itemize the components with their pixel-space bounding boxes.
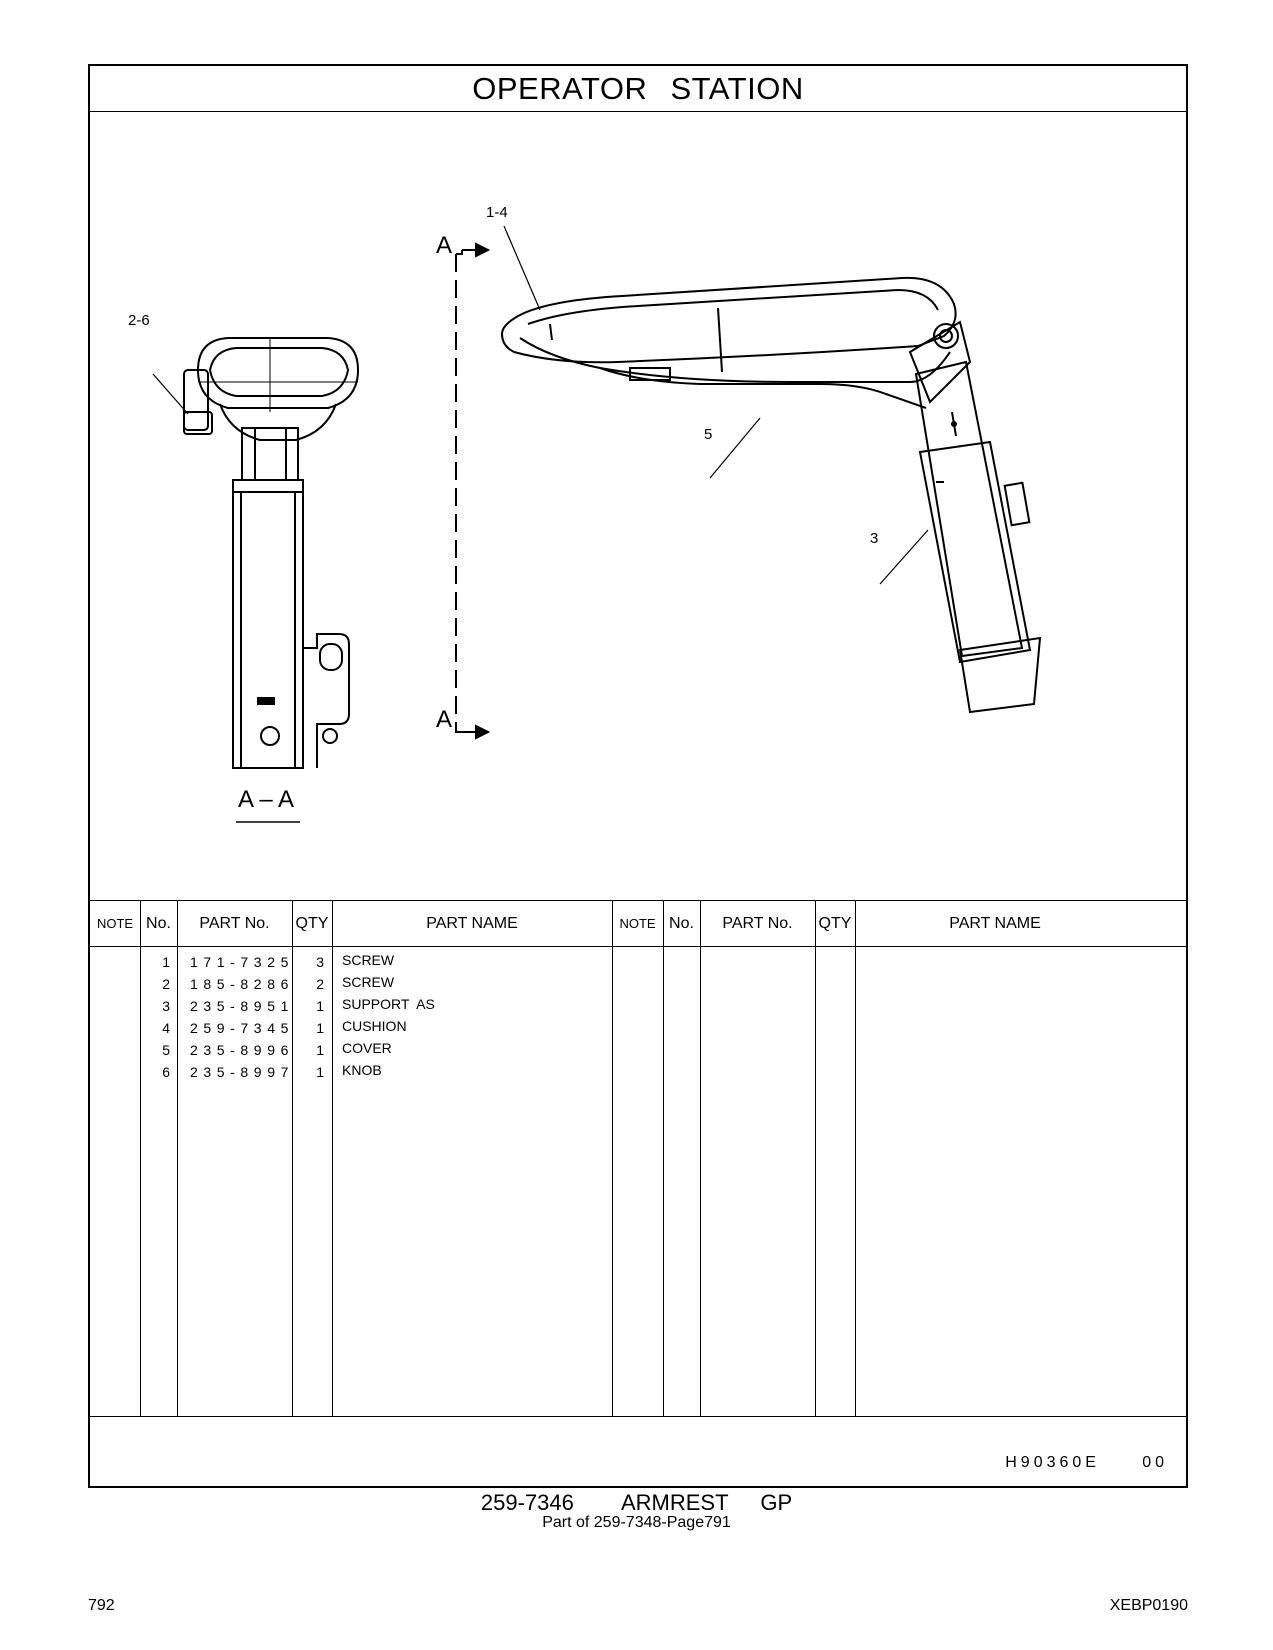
section-view-drawing	[183, 337, 360, 823]
header-note-right: NOTE	[619, 916, 656, 931]
column-divider	[663, 901, 664, 1416]
row-no: 1	[162, 954, 170, 970]
header-partno-left: PART No.	[199, 915, 270, 932]
column-divider	[292, 901, 293, 1416]
row-no: 2	[162, 976, 170, 992]
row-part-name: KNOB	[342, 1062, 382, 1078]
column-divider	[700, 901, 701, 1416]
parts-list-table: NOTE No. PART No. QTY PART NAME NOTE No.…	[90, 900, 1186, 1416]
callout-2-6: 2-6	[128, 312, 150, 329]
row-part-name: COVER	[342, 1040, 392, 1056]
column-divider	[332, 901, 333, 1416]
header-partname-left: PART NAME	[426, 915, 518, 932]
column-divider	[815, 901, 816, 1416]
callout-1-4: 1-4	[486, 204, 508, 221]
row-qty: 1	[316, 1042, 324, 1058]
page-number: 792	[88, 1597, 115, 1614]
section-mark-bottom: A	[436, 706, 453, 733]
row-no: 4	[162, 1020, 170, 1036]
column-divider	[855, 901, 856, 1416]
header-qty-left: QTY	[295, 915, 329, 932]
section-cut-line	[455, 242, 491, 740]
row-part-no: 235-8951	[190, 998, 294, 1014]
row-part-name: SCREW	[342, 952, 395, 968]
row-no: 3	[162, 998, 170, 1014]
armrest-drawing	[152, 225, 1042, 823]
illustration-code: H90360E 00	[1005, 1454, 1168, 1471]
row-part-no: 259-7345	[190, 1020, 294, 1036]
group-reference: Part of 259-7348-Page791	[542, 1514, 731, 1531]
header-partname-right: PART NAME	[949, 915, 1041, 932]
header-partno-right: PART No.	[722, 915, 793, 932]
parts-illustration: 1-4 2-6 5 3 A A A – A	[90, 112, 1186, 900]
row-part-name: SUPPORT AS	[342, 996, 435, 1012]
callout-leaders	[152, 225, 929, 585]
callout-5: 5	[704, 426, 713, 443]
header-note-left: NOTE	[96, 916, 134, 931]
column-divider	[612, 901, 613, 1416]
row-qty: 1	[316, 1064, 324, 1080]
column-divider	[140, 901, 141, 1416]
section-mark-top: A	[436, 232, 453, 259]
row-no: 6	[162, 1064, 170, 1080]
header-no-right: No.	[669, 915, 694, 932]
section-view-label: A – A	[238, 786, 295, 813]
row-part-name: SCREW	[342, 974, 395, 990]
row-qty: 3	[316, 954, 324, 970]
row-qty: 1	[316, 998, 324, 1014]
row-part-no: 235-8997	[190, 1064, 294, 1080]
table-header-row: NOTE No. PART No. QTY PART NAME NOTE No.…	[90, 901, 1186, 947]
header-no-left: No.	[146, 915, 171, 932]
header-qty-right: QTY	[818, 915, 852, 932]
row-qty: 2	[316, 976, 324, 992]
row-part-no: 185-8286	[190, 976, 294, 992]
row-part-no: 171-7325	[190, 954, 294, 970]
group-title: 259-7346 ARMREST GP	[480, 1490, 793, 1515]
document-code: XEBP0190	[1109, 1597, 1188, 1614]
side-view-drawing	[500, 276, 1042, 714]
row-part-no: 235-8996	[190, 1042, 294, 1058]
row-qty: 1	[316, 1020, 324, 1036]
row-no: 5	[162, 1042, 170, 1058]
callout-3: 3	[870, 530, 879, 547]
column-divider	[177, 901, 178, 1416]
page-title: OPERATOR STATION	[90, 66, 1186, 112]
row-part-name: CUSHION	[342, 1018, 407, 1034]
illustration-code-area: H90360E 00	[90, 1416, 1186, 1488]
parts-page-frame: OPERATOR STATION	[88, 64, 1188, 1488]
